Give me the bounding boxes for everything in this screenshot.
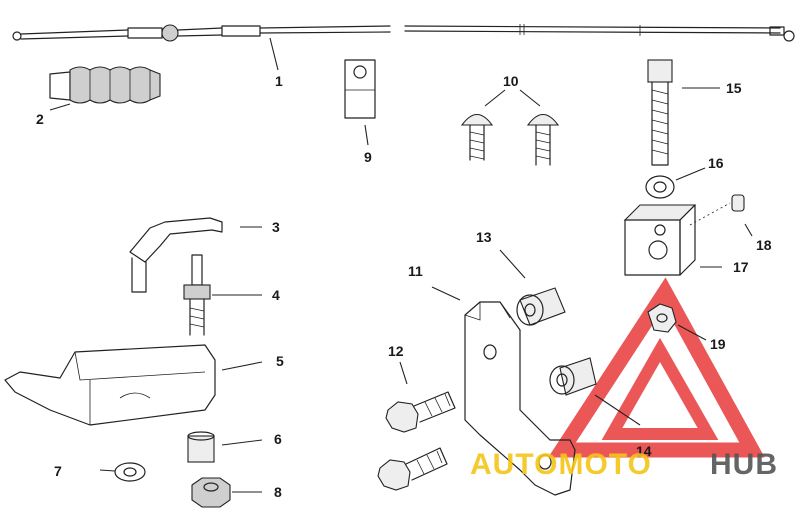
callout-1: 1 xyxy=(275,73,283,89)
pivot-block xyxy=(623,204,697,276)
watermark-triangle xyxy=(548,277,765,458)
cable-clip xyxy=(344,59,376,119)
callout-13: 13 xyxy=(476,229,492,245)
control-cable xyxy=(12,24,795,42)
watermark-logo: AUTOMOTO HUB xyxy=(470,448,778,481)
callout-7: 7 xyxy=(54,463,62,479)
long-screw xyxy=(647,59,673,166)
callout-12: 12 xyxy=(388,343,404,359)
callout-9: 9 xyxy=(364,149,372,165)
callout-10: 10 xyxy=(503,73,519,89)
washer-16 xyxy=(645,175,675,199)
shift-plate xyxy=(4,344,216,426)
lock-washer xyxy=(114,462,146,482)
hex-bolts xyxy=(377,391,456,491)
callout-labels: 1 2 3 4 5 6 7 8 9 10 11 12 13 14 15 16 1… xyxy=(36,73,772,500)
pivot-pin xyxy=(183,254,211,336)
shift-lever xyxy=(129,217,223,293)
round-head-screws xyxy=(460,113,560,166)
callout-18: 18 xyxy=(756,237,772,253)
callout-16: 16 xyxy=(708,155,724,171)
callout-2: 2 xyxy=(36,111,44,127)
mounting-bracket xyxy=(464,301,576,496)
set-screw xyxy=(689,194,745,226)
callout-8: 8 xyxy=(274,484,282,500)
watermark-part2: HUB xyxy=(710,448,778,481)
callout-14: 14 xyxy=(636,443,652,459)
bushing-13 xyxy=(516,287,566,326)
callout-3: 3 xyxy=(272,219,280,235)
callout-15: 15 xyxy=(726,80,742,96)
rubber-boot xyxy=(49,66,161,104)
bushing-14 xyxy=(549,357,597,396)
watermark-part1: AUTOMOTO xyxy=(470,448,652,481)
leader-lines xyxy=(49,37,753,493)
callout-11: 11 xyxy=(408,263,423,279)
callout-5: 5 xyxy=(276,353,284,369)
lock-nut xyxy=(191,477,231,508)
callout-19: 19 xyxy=(710,336,726,352)
callout-6: 6 xyxy=(274,431,282,447)
callout-17: 17 xyxy=(733,259,749,275)
hex-nut-19 xyxy=(647,303,677,333)
callout-4: 4 xyxy=(272,287,280,303)
spacer xyxy=(187,431,215,463)
